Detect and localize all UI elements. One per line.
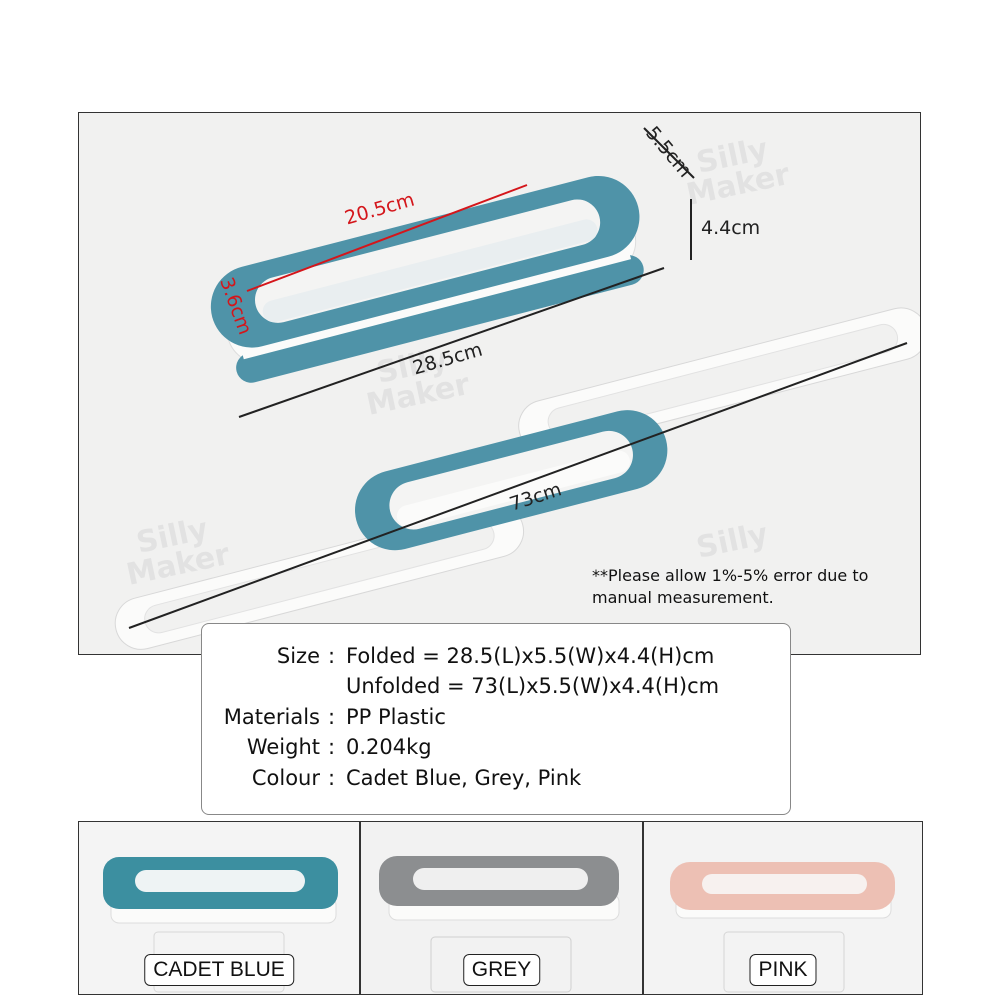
note-line-1: **Please allow 1%-5% error due to (592, 566, 869, 585)
spec-label-materials: Materials (223, 705, 320, 729)
product-dimension-image: Silly Maker Silly Maker Silly Maker Sill… (78, 112, 921, 655)
product-illustration: Silly Maker Silly Maker Silly Maker Sill… (114, 127, 920, 650)
spec-label-weight: Weight (246, 735, 320, 759)
dimension-label-4-4cm: 4.4cm (701, 217, 761, 239)
color-label-cadet-blue: CADET BLUE (144, 954, 294, 986)
pink-holder-image (670, 862, 895, 993)
measurement-note: **Please allow 1%-5% error due to manual… (592, 565, 868, 609)
spec-value-weight: 0.204kg (346, 735, 432, 759)
spec-label-size: Size (276, 644, 320, 668)
cadet-blue-holder-image (103, 857, 338, 993)
spec-colon: : (328, 735, 336, 759)
spec-value-size-unfolded: Unfolded = 73(L)x5.5(W)x4.4(H)cm (346, 674, 720, 698)
specification-box: Size : Folded = 28.5(L)x5.5(W)x4.4(H)cm … (201, 623, 791, 815)
note-line-2: manual measurement. (592, 588, 774, 607)
color-panel-pink[interactable]: PINK (643, 821, 923, 995)
spec-value-size-folded: Folded = 28.5(L)x5.5(W)x4.4(H)cm (346, 644, 715, 668)
svg-text:Silly: Silly (693, 517, 771, 566)
color-panel-cadet-blue[interactable]: CADET BLUE (78, 821, 360, 995)
grey-holder-image (379, 856, 620, 993)
spec-colon: : (328, 644, 336, 668)
spec-value-materials: PP Plastic (346, 705, 446, 729)
spec-colon: : (328, 705, 336, 729)
color-label-pink: PINK (749, 954, 817, 986)
spec-label-colour: Colour (251, 766, 320, 790)
color-label-grey: GREY (462, 954, 541, 986)
color-panel-grey[interactable]: GREY (360, 821, 643, 995)
spec-value-colour: Cadet Blue, Grey, Pink (346, 766, 582, 790)
spec-colon: : (328, 766, 336, 790)
